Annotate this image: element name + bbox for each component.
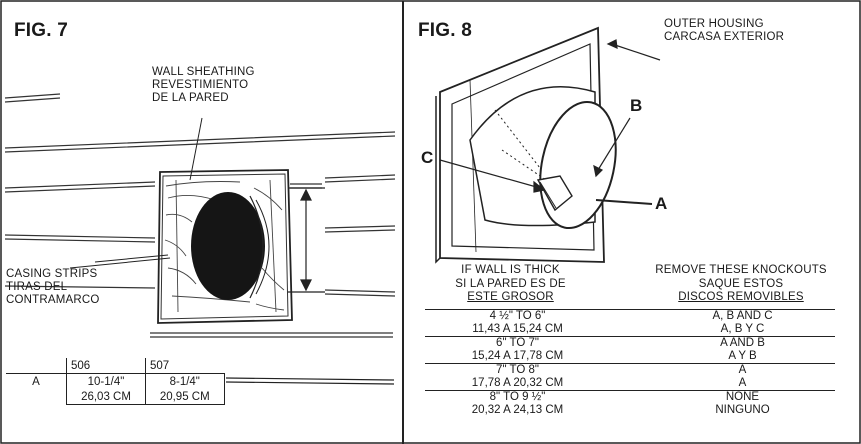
casing-strips-label: CASING STRIPS TIRAS DEL CONTRAMARCO bbox=[6, 268, 100, 306]
table-row: 4 ½" TO 6" A, B AND C bbox=[425, 309, 835, 323]
knockout-table: 4 ½" TO 6" A, B AND C 11,43 A 15,24 CM A… bbox=[425, 309, 835, 417]
knockouts-header: REMOVE THESE KNOCKOUTS SAQUE ESTOS DISCO… bbox=[655, 264, 827, 303]
knockout-c-label: C bbox=[421, 148, 434, 167]
siding-lines bbox=[4, 93, 396, 338]
outer-housing-label: OUTER HOUSING CARCASA EXTERIOR bbox=[664, 18, 785, 43]
table-row: 26,03 CM 20,95 CM bbox=[6, 389, 225, 405]
wall-sheathing-label: WALL SHEATHING REVESTIMIENTO DE LA PARED bbox=[152, 66, 255, 104]
dimension-arrow bbox=[288, 187, 325, 293]
wall-thickness-header: IF WALL IS THICK SI LA PARED ES DE ESTE … bbox=[455, 264, 566, 303]
fig8-title: FIG. 8 bbox=[418, 20, 472, 41]
table-row: 17,78 A 20,32 CM A bbox=[471, 377, 747, 389]
dimension-table: 506 507 A 10-1/4" 8-1/4" 26,03 CM 20,95 … bbox=[6, 358, 225, 405]
table-row: 8" TO 9 ½" NONE bbox=[425, 390, 835, 404]
duct-hole bbox=[191, 192, 265, 300]
table-leader-lines bbox=[226, 377, 395, 385]
fig7-leaders bbox=[69, 117, 203, 269]
table-row: 7" TO 8" A bbox=[425, 363, 835, 377]
fig8-leaders bbox=[439, 39, 661, 205]
table-row: 6" TO 7" A AND B bbox=[425, 336, 835, 350]
table-row: 11,43 A 15,24 CM A, B Y C bbox=[472, 323, 765, 335]
table-row: 506 507 bbox=[6, 358, 224, 374]
knockout-b-label: B bbox=[630, 96, 643, 115]
table-row: A 10-1/4" 8-1/4" bbox=[6, 373, 225, 389]
table-row: 20,32 A 24,13 CM NINGUNO bbox=[471, 404, 770, 416]
fig7-title: FIG. 7 bbox=[14, 20, 68, 41]
wall-sheathing-block bbox=[157, 169, 293, 324]
knockout-a-label: A bbox=[655, 194, 668, 213]
table-row: 15,24 A 17,78 CM A Y B bbox=[471, 350, 757, 362]
duct-cylinder bbox=[469, 85, 617, 230]
